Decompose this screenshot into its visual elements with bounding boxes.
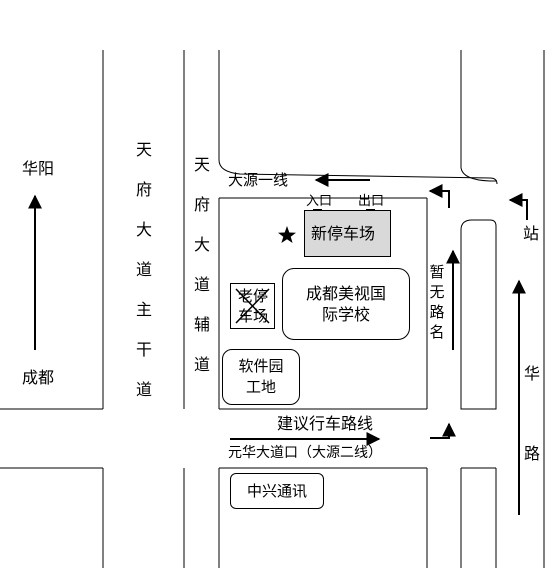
station-label: 站 bbox=[523, 224, 540, 243]
huayang-label: 华阳 bbox=[22, 159, 55, 178]
zte-label: 中兴通讯 bbox=[246, 482, 307, 500]
cross-icon bbox=[235, 288, 270, 324]
exit-label: 出口 bbox=[358, 194, 385, 209]
road-curve bbox=[460, 167, 497, 182]
software-park-label: 软件园工地 bbox=[238, 357, 284, 396]
dayuan-line1-label: 大源一线 bbox=[228, 171, 289, 189]
old-parking-label: 老停车场 bbox=[237, 287, 268, 325]
tianfu-aux-road-label: 天府大道辅道 bbox=[193, 155, 210, 374]
school-label: 成都美视国际学校 bbox=[306, 284, 387, 324]
new-parking-label: 新停车场 bbox=[311, 224, 376, 243]
suggested-route-label: 建议行车路线 bbox=[277, 414, 374, 433]
turn-left-arrow-2 bbox=[508, 193, 528, 220]
yuanhua-road-label: 元华大道口（大源二线） bbox=[228, 445, 382, 461]
software-park-box: 软件园工地 bbox=[222, 349, 300, 405]
star-icon bbox=[278, 226, 296, 243]
unnamed-road-label: 暂无路名 bbox=[429, 263, 445, 341]
old-parking-lot: 老停车场 bbox=[230, 283, 275, 329]
hua-road-label: 华路 bbox=[523, 364, 540, 463]
right-block bbox=[460, 219, 497, 410]
entrance-label: 入口 bbox=[306, 194, 333, 209]
zte-box: 中兴通讯 bbox=[230, 473, 324, 509]
chengdu-label: 成都 bbox=[22, 368, 55, 387]
turn-north-arrow bbox=[430, 422, 456, 439]
tianfu-main-road-label: 天府大道主干道 bbox=[135, 140, 152, 399]
school-box: 成都美视国际学校 bbox=[282, 268, 410, 340]
turn-left-arrow-1 bbox=[428, 184, 450, 208]
new-parking-lot bbox=[304, 210, 391, 257]
